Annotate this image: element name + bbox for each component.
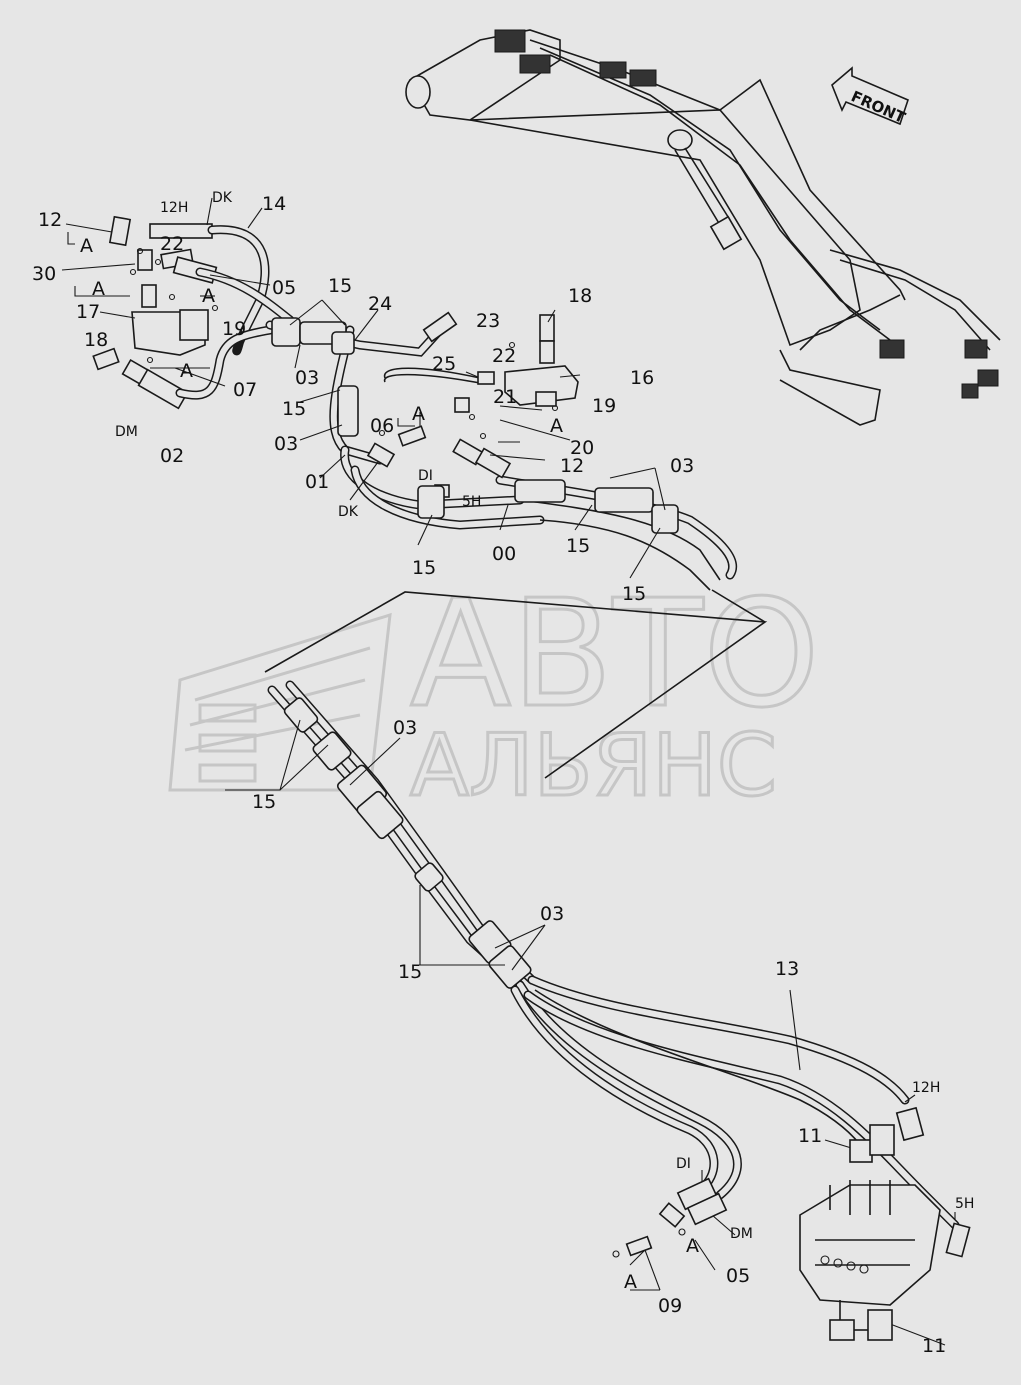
- label-A: A: [550, 415, 563, 437]
- label-20: 20: [570, 437, 594, 459]
- label-03: 03: [540, 903, 564, 925]
- front-arrow: FRONT: [831, 66, 909, 127]
- label-16: 16: [630, 367, 654, 389]
- label-12H: 12H: [912, 1080, 940, 1096]
- label-18: 18: [568, 285, 592, 307]
- label-A: A: [80, 235, 93, 257]
- label-15: 15: [566, 535, 590, 557]
- label-DI: DI: [676, 1156, 691, 1172]
- label-12: 12: [38, 209, 62, 231]
- part-labels: 12 A 12H DK 14 22 30 A 05 A 17 19 15 24 …: [32, 190, 974, 1357]
- label-07: 07: [233, 379, 257, 401]
- label-03: 03: [295, 367, 319, 389]
- label-05: 05: [272, 277, 296, 299]
- label-5H: 5H: [955, 1196, 974, 1212]
- label-25: 25: [432, 353, 456, 375]
- valve-block-17: [92, 215, 219, 410]
- label-30: 30: [32, 263, 56, 285]
- label-18: 18: [84, 329, 108, 351]
- label-15: 15: [412, 557, 436, 579]
- detail-projection: [264, 589, 768, 779]
- lower-fittings: [612, 1106, 971, 1341]
- label-23: 23: [476, 310, 500, 332]
- watermark: АВТО АЛЬЯНС: [168, 567, 821, 818]
- label-12: 12: [560, 455, 584, 477]
- label-A: A: [180, 360, 193, 382]
- label-A: A: [686, 1235, 699, 1257]
- label-11: 11: [922, 1335, 946, 1357]
- watermark-line1: АВТО: [410, 568, 820, 740]
- label-00: 00: [492, 543, 516, 565]
- label-15: 15: [282, 398, 306, 420]
- label-21: 21: [493, 386, 517, 408]
- label-03: 03: [393, 717, 417, 739]
- label-14: 14: [262, 193, 286, 215]
- label-03: 03: [274, 433, 298, 455]
- label-DM: DM: [730, 1226, 753, 1242]
- label-DK: DK: [338, 504, 359, 520]
- valve-block-16: [454, 314, 579, 413]
- label-22: 22: [492, 345, 516, 367]
- label-A: A: [412, 403, 425, 425]
- label-12H: 12H: [160, 200, 188, 216]
- label-A: A: [624, 1271, 637, 1293]
- label-02: 02: [160, 445, 184, 467]
- label-11: 11: [798, 1125, 822, 1147]
- label-15: 15: [398, 961, 422, 983]
- label-17: 17: [76, 301, 100, 323]
- label-DK: DK: [212, 190, 233, 206]
- label-01: 01: [305, 471, 329, 493]
- label-15: 15: [328, 275, 352, 297]
- label-13: 13: [775, 958, 799, 980]
- label-15: 15: [622, 583, 646, 605]
- watermark-line2: АЛЬЯНС: [410, 716, 777, 816]
- label-06: 06: [370, 415, 394, 437]
- label-5H: 5H: [462, 494, 481, 510]
- label-05: 05: [726, 1265, 750, 1287]
- label-DI: DI: [418, 468, 433, 484]
- label-24: 24: [368, 293, 392, 315]
- label-03: 03: [670, 455, 694, 477]
- label-19: 19: [222, 318, 246, 340]
- boom-assembly: [405, 29, 1001, 426]
- label-22: 22: [160, 233, 184, 255]
- label-DM: DM: [115, 424, 138, 440]
- label-A: A: [92, 278, 105, 300]
- label-09: 09: [658, 1295, 682, 1317]
- upper-clamps: [271, 317, 679, 534]
- label-A: A: [202, 285, 215, 307]
- label-15: 15: [252, 791, 276, 813]
- upper-leaders: [61, 197, 666, 579]
- label-19: 19: [592, 395, 616, 417]
